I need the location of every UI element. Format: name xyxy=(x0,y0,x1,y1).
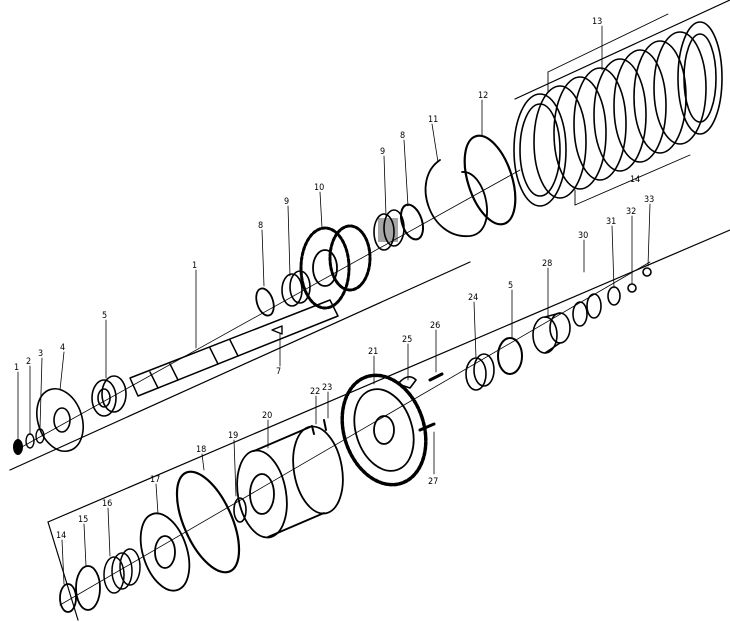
callout-20: 20 xyxy=(262,411,272,421)
dowel-pin xyxy=(428,372,444,382)
wire-spring xyxy=(424,159,488,237)
o-ring-small xyxy=(233,497,247,523)
piston xyxy=(139,512,191,592)
callout-27: 27 xyxy=(428,477,438,487)
callout-15: 15 xyxy=(78,515,88,525)
callout-28: 28 xyxy=(542,259,552,269)
callout-5-left: 5 xyxy=(102,311,107,321)
callout-16: 16 xyxy=(102,499,112,509)
clutch-drum xyxy=(236,425,344,539)
leader-lines xyxy=(17,25,651,585)
callout-1-small: 1 xyxy=(14,363,19,373)
clutch-disc-pack xyxy=(513,21,723,207)
retainer-snap-ring xyxy=(59,583,77,613)
roller-bearing xyxy=(465,353,495,391)
main-shaft xyxy=(129,299,339,397)
return-spring xyxy=(103,548,141,594)
shaft-snap-ring xyxy=(255,287,275,317)
driven-gear xyxy=(299,224,372,310)
callout-4: 4 xyxy=(60,343,65,353)
output-gear xyxy=(340,373,428,487)
callout-9-lower: 9 xyxy=(284,197,289,207)
callout-5-right: 5 xyxy=(508,281,513,291)
callout-19: 19 xyxy=(228,431,238,441)
callout-14-lower: 14 xyxy=(56,531,66,541)
snap-ring xyxy=(399,203,425,241)
callout-8-lower: 8 xyxy=(258,221,263,231)
callout-21: 21 xyxy=(368,347,378,357)
o-ring-large xyxy=(175,470,241,574)
flange-plate xyxy=(36,388,84,452)
callout-14: 14 xyxy=(630,175,640,185)
nut-and-washers xyxy=(13,428,45,455)
clutch-hub xyxy=(532,312,571,354)
callout-labels: 13 14 12 11 8 9 10 8 9 1 7 5 4 3 2 1 31 … xyxy=(14,17,654,541)
callout-30: 30 xyxy=(578,231,588,241)
seal-rings xyxy=(572,267,652,327)
callout-7: 7 xyxy=(276,367,281,377)
spring-retainer xyxy=(75,565,101,611)
callout-10: 10 xyxy=(314,183,324,193)
input-bearing xyxy=(91,375,127,417)
through-bolt xyxy=(418,422,436,432)
callout-3: 3 xyxy=(38,349,43,359)
callout-9-upper: 9 xyxy=(380,147,385,157)
callout-26: 26 xyxy=(430,321,440,331)
needle-bearing xyxy=(373,209,405,251)
callout-1: 1 xyxy=(192,261,197,271)
callout-11: 11 xyxy=(428,115,438,125)
callout-13: 13 xyxy=(592,17,602,27)
callout-33: 33 xyxy=(644,195,654,205)
callout-31: 31 xyxy=(606,217,616,227)
callout-18: 18 xyxy=(196,445,206,455)
callout-8-upper: 8 xyxy=(400,131,405,141)
clutch-pack-brackets xyxy=(547,13,691,206)
callout-24: 24 xyxy=(468,293,478,303)
woodruff-key xyxy=(271,325,283,335)
callout-22: 22 xyxy=(310,387,320,397)
lock-tab xyxy=(397,376,417,389)
output-bearing xyxy=(497,337,523,375)
spring-plate xyxy=(463,134,517,226)
callout-12: 12 xyxy=(478,91,488,101)
assembly-frame xyxy=(9,0,730,621)
callout-17: 17 xyxy=(150,475,160,485)
callout-25: 25 xyxy=(402,335,412,345)
ball-bearing xyxy=(281,270,311,307)
callout-32: 32 xyxy=(626,207,636,217)
retaining-pins xyxy=(311,419,327,435)
callout-2: 2 xyxy=(26,357,31,367)
callout-23: 23 xyxy=(322,383,332,393)
